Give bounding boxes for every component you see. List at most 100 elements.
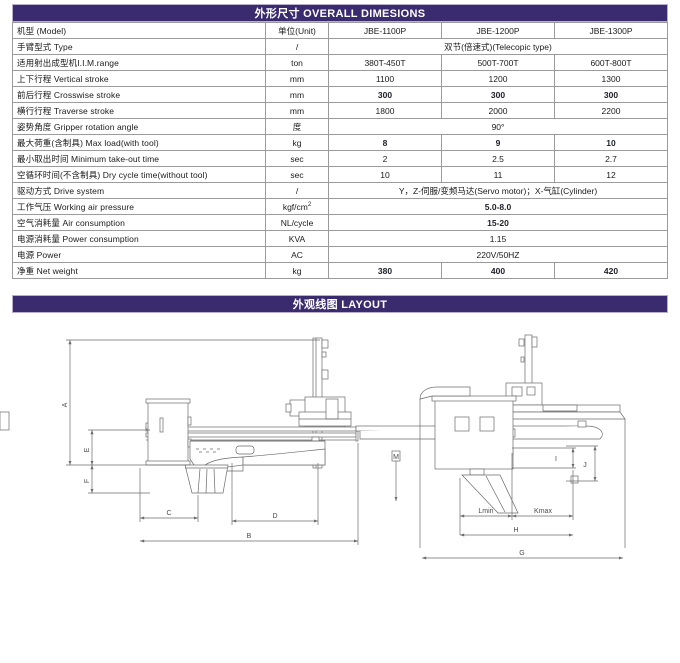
row-value-1100p: 8 (328, 134, 442, 151)
table-row: 最大荷重(含制具) Max load(with tool) kg 8 9 10 (12, 134, 668, 151)
row-value-merged: 220V/50HZ (328, 246, 668, 263)
row-value-merged: 15-20 (328, 214, 668, 231)
row-label: 净重 Net weight (12, 262, 266, 279)
row-value-1200p: 2000 (441, 102, 555, 119)
row-unit: / (265, 182, 329, 199)
row-value-merged: 5.0-8.0 (328, 198, 668, 215)
row-label: 最小取出时间 Minimum take-out time (12, 150, 266, 167)
row-unit: 单位(Unit) (265, 22, 329, 39)
row-value-1300p: JBE-1300P (554, 22, 668, 39)
row-unit: mm (265, 70, 329, 87)
row-value-1100p: 1100 (328, 70, 442, 87)
specification-table-body: 机型 (Model) 单位(Unit) JBE-1100P JBE-1200P … (12, 22, 668, 279)
overall-dimensions-banner: 外形尺寸 OVERALL DIMESIONS (12, 4, 668, 22)
row-label: 空气消耗量 Air consumption (12, 214, 266, 231)
row-unit: sec (265, 166, 329, 183)
row-label: 手臂型式 Type (12, 38, 266, 55)
row-unit: ton (265, 54, 329, 71)
row-unit: 度 (265, 118, 329, 135)
row-unit: AC (265, 246, 329, 263)
layout-drawing: A E F C B D M Lmin Kmax H G I J (0, 313, 680, 613)
row-value-1200p: 400 (441, 262, 555, 279)
table-row: 驱动方式 Drive system / Y，Z-伺服/变频马达(Servo mo… (12, 182, 668, 199)
row-value-1100p: 380 (328, 262, 442, 279)
row-value-merged: 90° (328, 118, 668, 135)
dimension-label-I: I (555, 456, 557, 463)
dimension-label-D: D (272, 513, 277, 520)
dimension-label-M: M (393, 454, 399, 461)
row-value-merged: Y，Z-伺服/变频马达(Servo motor)；X-气缸(Cylinder) (328, 182, 668, 199)
overall-dimensions-section: 外形尺寸 OVERALL DIMESIONS 机型 (Model) 单位(Uni… (12, 4, 668, 279)
row-value-1200p: 500T-700T (441, 54, 555, 71)
row-value-1200p: 11 (441, 166, 555, 183)
specification-table: 机型 (Model) 单位(Unit) JBE-1100P JBE-1200P … (12, 22, 668, 279)
table-row: 工作气压 Working air pressure kgf/cm2 5.0-8.… (12, 198, 668, 215)
dimension-label-Kmax: Kmax (534, 508, 552, 515)
row-value-1100p: 300 (328, 86, 442, 103)
row-unit: / (265, 38, 329, 55)
row-unit: mm (265, 86, 329, 103)
row-value-1200p: 1200 (441, 70, 555, 87)
dimension-label-Lmin: Lmin (478, 508, 493, 515)
table-row: 手臂型式 Type / 双节(倍速式)(Telecopic type) (12, 38, 668, 55)
row-label: 机型 (Model) (12, 22, 266, 39)
dimension-label-F: F (84, 479, 91, 483)
row-label: 驱动方式 Drive system (12, 182, 266, 199)
row-unit: NL/cycle (265, 214, 329, 231)
row-value-1300p: 420 (554, 262, 668, 279)
table-row: 前后行程 Crosswise stroke mm 300 300 300 (12, 86, 668, 103)
row-label: 工作气压 Working air pressure (12, 198, 266, 215)
row-unit: sec (265, 150, 329, 167)
table-row: 机型 (Model) 单位(Unit) JBE-1100P JBE-1200P … (12, 22, 668, 39)
row-label: 横行行程 Traverse stroke (12, 102, 266, 119)
table-row: 电源消耗量 Power consumption KVA 1.15 (12, 230, 668, 247)
row-label: 电源消耗量 Power consumption (12, 230, 266, 247)
row-value-1100p: 380T-450T (328, 54, 442, 71)
row-label: 姿势角度 Gripper rotation angle (12, 118, 266, 135)
table-row: 最小取出时间 Minimum take-out time sec 2 2.5 2… (12, 150, 668, 167)
unit-superscript: 2 (307, 201, 312, 208)
row-value-1100p: 2 (328, 150, 442, 167)
datasheet-page: 外形尺寸 OVERALL DIMESIONS 机型 (Model) 单位(Uni… (0, 4, 680, 663)
row-value-1100p: 1800 (328, 102, 442, 119)
row-label: 上下行程 Vertical stroke (12, 70, 266, 87)
dimension-label-C: C (166, 510, 171, 517)
row-label: 空循环时间(不含制具) Dry cycle time(without tool) (12, 166, 266, 183)
row-value-merged: 1.15 (328, 230, 668, 247)
row-value-1300p: 1300 (554, 70, 668, 87)
dimension-label-G: G (519, 550, 524, 557)
row-unit: KVA (265, 230, 329, 247)
table-row: 横行行程 Traverse stroke mm 1800 2000 2200 (12, 102, 668, 119)
dimension-label-A: A (62, 402, 69, 407)
row-value-1300p: 10 (554, 134, 668, 151)
row-unit: kg (265, 134, 329, 151)
table-row: 电源 Power AC 220V/50HZ (12, 246, 668, 263)
row-unit: mm (265, 102, 329, 119)
dimension-label-H: H (513, 527, 518, 534)
layout-drawing-svg: A E F C B D M Lmin Kmax H G I J (0, 334, 626, 560)
table-row: 净重 Net weight kg 380 400 420 (12, 262, 668, 279)
table-row: 空循环时间(不含制具) Dry cycle time(without tool)… (12, 166, 668, 183)
row-value-1300p: 12 (554, 166, 668, 183)
table-row: 适用射出成型机I.I.M.range ton 380T-450T 500T-70… (12, 54, 668, 71)
dimension-label-B: B (247, 533, 252, 540)
row-value-1100p: 10 (328, 166, 442, 183)
table-row: 上下行程 Vertical stroke mm 1100 1200 1300 (12, 70, 668, 87)
side-view-dimensions (66, 339, 401, 545)
row-label: 最大荷重(含制具) Max load(with tool) (12, 134, 266, 151)
row-value-1200p: 9 (441, 134, 555, 151)
row-value-1300p: 300 (554, 86, 668, 103)
table-row: 空气消耗量 Air consumption NL/cycle 15-20 (12, 214, 668, 231)
row-value-1300p: 2200 (554, 102, 668, 119)
row-label: 前后行程 Crosswise stroke (12, 86, 266, 103)
layout-section: 外观线图 LAYOUT (12, 295, 668, 313)
row-value-1100p: JBE-1100P (328, 22, 442, 39)
row-value-1200p: 2.5 (441, 150, 555, 167)
table-row: 姿势角度 Gripper rotation angle 度 90° (12, 118, 668, 135)
front-view-dimensions (422, 445, 623, 560)
row-value-merged: 双节(倍速式)(Telecopic type) (328, 38, 668, 55)
row-unit: kg (265, 262, 329, 279)
dimension-label-J: J (583, 462, 587, 469)
front-view-machine (0, 334, 626, 548)
dimension-labels: A E F C B D M Lmin Kmax H G I J (62, 402, 587, 557)
